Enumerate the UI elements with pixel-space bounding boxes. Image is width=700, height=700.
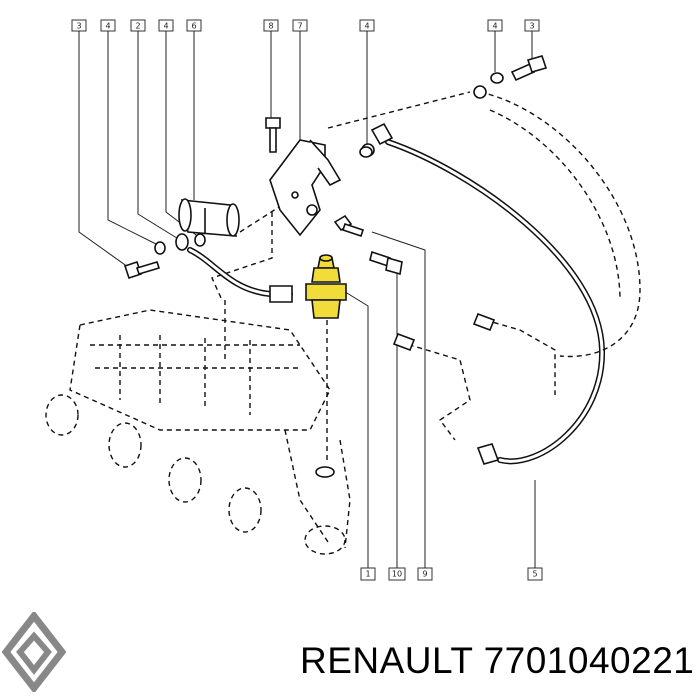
svg-text:3: 3 [76, 22, 81, 31]
callout-top-9: 4 [487, 19, 503, 32]
bolt-top-center [265, 117, 281, 153]
svg-text:4: 4 [492, 22, 497, 31]
callout-top-6: 8 [263, 19, 279, 32]
svg-text:1: 1 [365, 570, 370, 579]
fuel-line [187, 247, 293, 303]
callout-bottom-2: 10 [388, 567, 406, 581]
callout-top-3: 2 [130, 19, 146, 32]
svg-text:8: 8 [268, 22, 273, 31]
svg-text:2: 2 [135, 22, 140, 31]
svg-text:5: 5 [532, 570, 537, 579]
pressure-hose [361, 122, 606, 465]
brand-name: RENAULT [300, 640, 473, 681]
svg-text:6: 6 [191, 22, 196, 31]
svg-text:3: 3 [529, 22, 534, 31]
callout-bottom-4: 5 [527, 567, 543, 581]
svg-text:4: 4 [105, 22, 110, 31]
pressure-sensor [305, 254, 347, 319]
intake-manifold [45, 309, 351, 555]
mounting-bracket [269, 139, 342, 237]
callout-top-5: 6 [186, 19, 202, 32]
callout-top-10: 3 [524, 19, 540, 32]
callout-bottom-3: 9 [417, 567, 433, 581]
callout-top-7: 7 [292, 19, 308, 32]
svg-text:9: 9 [422, 570, 427, 579]
bolt-top-right [510, 55, 548, 82]
callout-top-2: 4 [100, 19, 116, 32]
leader-lines [78, 31, 536, 568]
callout-bottom-1: 1 [360, 567, 376, 581]
renault-diamond-logo [2, 612, 66, 692]
callout-top-4: 4 [158, 19, 174, 32]
vacuum-line [392, 91, 641, 441]
solenoid-valve [178, 198, 240, 237]
brand-part-number: RENAULT 7701040221 [300, 640, 694, 682]
exploded-parts-diagram: 3 4 2 4 6 8 7 4 4 3 1 10 [45, 19, 641, 581]
svg-text:7: 7 [297, 22, 302, 31]
bolt-left [123, 260, 161, 280]
washers [154, 72, 504, 255]
svg-text:10: 10 [392, 570, 402, 579]
bolt-right-mid [333, 214, 365, 238]
callout-top-1: 3 [71, 19, 87, 32]
svg-text:4: 4 [163, 22, 168, 31]
bolt-right-lower [369, 250, 403, 276]
callout-top-8: 4 [359, 19, 375, 32]
part-number: 7701040221 [483, 640, 695, 681]
svg-text:4: 4 [364, 22, 369, 31]
